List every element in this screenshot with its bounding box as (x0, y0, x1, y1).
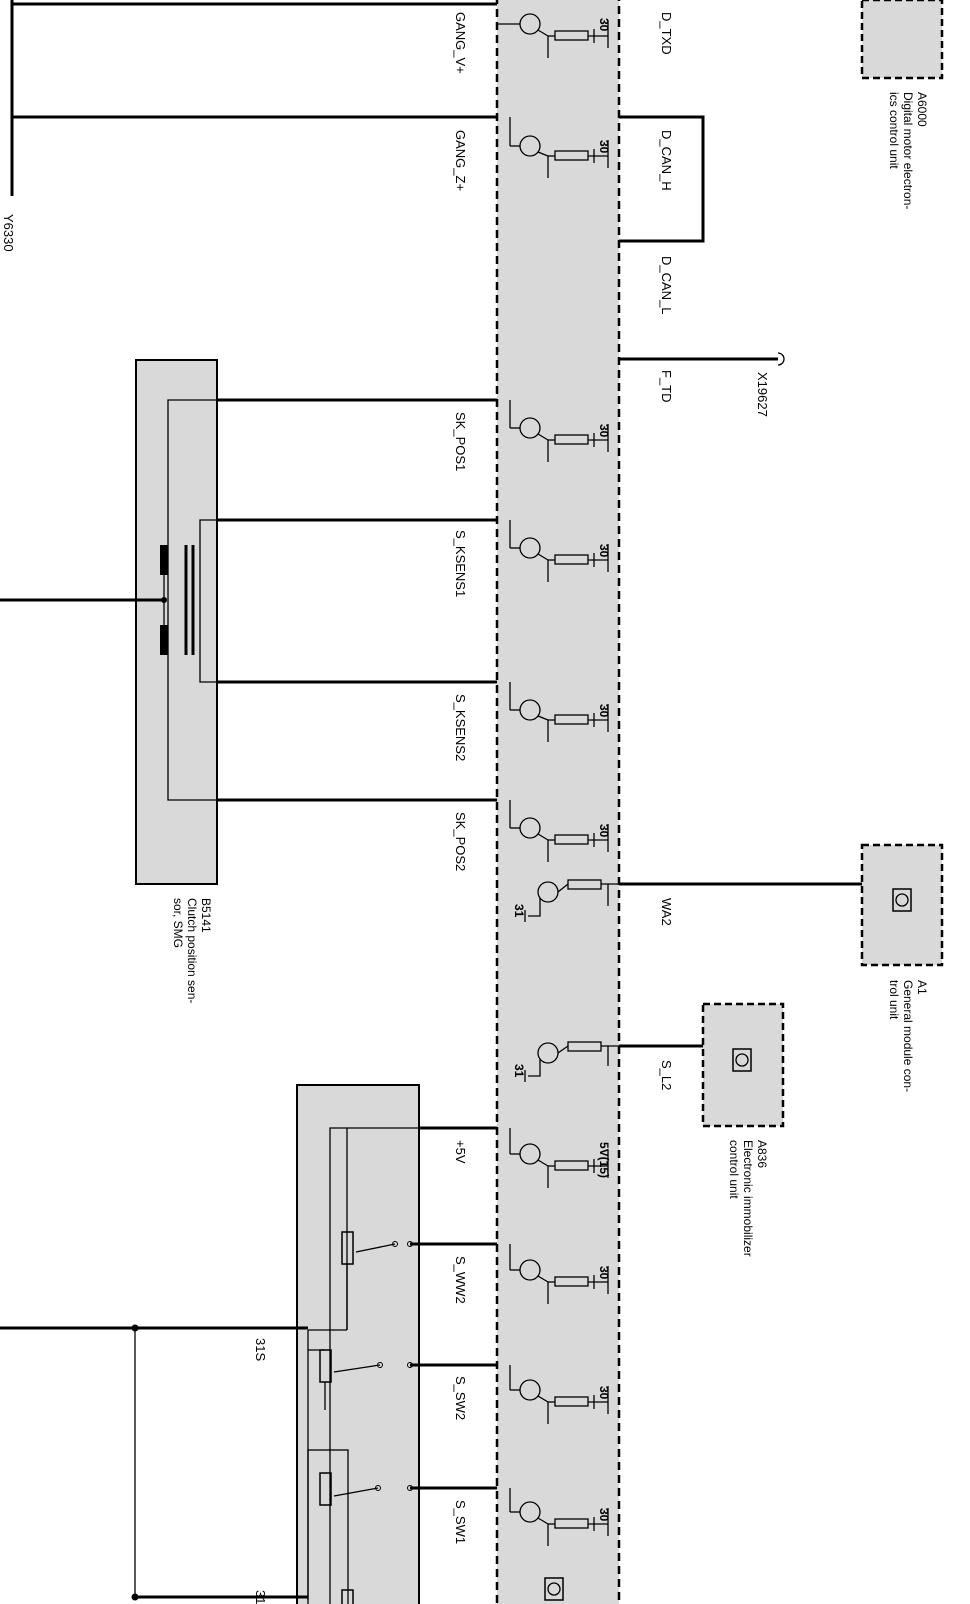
label-s-l2: S_L2 (659, 1060, 674, 1090)
b5141-coil-left-2 (160, 625, 168, 655)
stage-plus5v: 5V(15) (509, 1128, 611, 1188)
svg-text:30: 30 (597, 544, 611, 558)
label-f-td: F_TD (659, 370, 674, 403)
smg-module-icon (544, 1577, 564, 1601)
svg-text:30: 30 (597, 704, 611, 718)
stage-gang-z: 30 (509, 117, 611, 178)
stage-s-sw1: 30 (509, 1488, 611, 1546)
a1-desc-2: trol unit (887, 980, 901, 1020)
a836-desc-2: control unit (727, 1140, 741, 1199)
smg-control-unit (495, 0, 621, 1604)
svg-text:30: 30 (597, 1266, 611, 1280)
b5141-code: B5141 (199, 898, 213, 933)
label-s-sw1: S_SW1 (453, 1500, 468, 1544)
svg-text:30: 30 (597, 1508, 611, 1522)
a836-code: A836 (755, 1140, 769, 1168)
pot-bottom (341, 1589, 354, 1604)
b5141-junction (161, 597, 167, 603)
label-wa2: WA2 (659, 898, 674, 926)
label-s-ksens2: S_KSENS2 (453, 694, 468, 761)
stage-gang-v: 30 (497, 13, 611, 58)
b5141-inner-1 (167, 399, 217, 801)
b5141-box (135, 359, 218, 885)
connector-x19627-symbol (777, 352, 785, 366)
label-d-can-l: D_CAN_L (659, 256, 674, 315)
svg-text:30: 30 (597, 140, 611, 154)
a836-desc-1: Electronic immobilizer (741, 1140, 755, 1257)
stage-wa2: 31 (512, 879, 619, 922)
pin-5v15: 5V(15) (597, 1142, 611, 1178)
label-gang-v: GANG_V+ (453, 12, 468, 74)
label-s-ww2: S_WW2 (453, 1256, 468, 1304)
a1-module-icon (892, 888, 912, 912)
a1-box (860, 843, 944, 967)
pin-30: 30 (597, 18, 611, 32)
stage-s-ksens2: 30 (509, 682, 611, 742)
sw1-inner-frame (307, 1449, 349, 1604)
a6000-box (860, 0, 944, 80)
lower-sensor-inner-2 (329, 1127, 347, 1604)
svg-text:31: 31 (512, 1064, 526, 1078)
label-d-can-h: D_CAN_H (659, 130, 674, 191)
stage-s-sw2: 30 (509, 1365, 611, 1424)
stage-s-ww2: 30 (509, 1244, 611, 1304)
a6000-desc-1: Digital motor electron- (901, 92, 915, 209)
a6000-desc-2: ics control unit (887, 92, 901, 169)
wire-d-can-loop (619, 115, 705, 243)
b5141-inner-2 (199, 519, 217, 683)
b5141-desc-1: Clutch position sen- (185, 898, 199, 1003)
a1-desc-1: General module con- (901, 980, 915, 1092)
stage-sk-pos1: 30 (509, 400, 611, 462)
label-s-ksens1: S_KSENS1 (453, 530, 468, 597)
svg-text:30: 30 (597, 824, 611, 838)
b5141-desc-2: sor, SMG (171, 898, 185, 948)
a836-module-icon (732, 1048, 752, 1072)
label-ground-31: 31 (253, 1590, 268, 1604)
label-x19627: X19627 (755, 372, 770, 417)
stage-sk-pos2: 30 (509, 800, 611, 862)
label-gang-z: GANG_Z+ (453, 130, 468, 191)
label-sk-pos1: SK_POS1 (453, 412, 468, 471)
connector-partial-label: Y6330 (1, 214, 16, 252)
label-s-sw2: S_SW2 (453, 1376, 468, 1420)
label-sk-pos2: SK_POS2 (453, 812, 468, 871)
lower-sensor-box (296, 1084, 420, 1604)
a1-code: A1 (915, 980, 929, 995)
b5141-coil-left-1 (160, 545, 168, 575)
svg-text:30: 30 (597, 1386, 611, 1400)
a6000-code: A6000 (915, 92, 929, 127)
svg-text:30: 30 (597, 424, 611, 438)
label-plus5v: +5V (453, 1140, 468, 1164)
pin-31: 31 (512, 904, 526, 918)
stage-s-ksens1: 30 (509, 520, 611, 582)
label-ground-31s: 31S (253, 1338, 268, 1361)
pot-sw1 (319, 1472, 332, 1506)
label-d-txd: D_TXD (659, 12, 674, 55)
a836-box (701, 1002, 785, 1128)
stage-s-l2: 31 (512, 1041, 619, 1082)
